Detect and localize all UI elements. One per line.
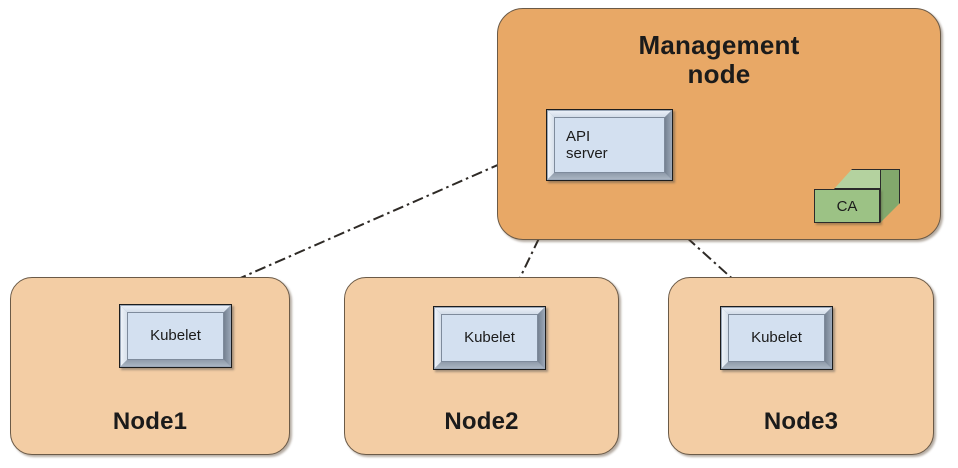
bevel-bottom bbox=[435, 361, 544, 368]
bevel-left bbox=[435, 308, 442, 368]
kubelet-label-node2: Kubelet bbox=[464, 329, 515, 347]
ca-label: CA bbox=[836, 197, 858, 215]
worker-node-label-node1: Node1 bbox=[112, 408, 188, 436]
bevel-left bbox=[722, 308, 729, 368]
bevel-top bbox=[121, 306, 230, 313]
api-server-box[interactable]: API server bbox=[546, 109, 673, 181]
api-server-label: API server bbox=[566, 127, 608, 162]
worker-node-group-node2[interactable]: Kubelet Node2 bbox=[344, 277, 619, 455]
api-server-face bbox=[554, 117, 665, 173]
management-node-group[interactable]: Management node API server CA bbox=[497, 8, 941, 240]
worker-node-label-node3: Node3 bbox=[763, 408, 839, 436]
kubelet-box-node2[interactable]: Kubelet bbox=[433, 306, 546, 370]
bevel-left bbox=[548, 111, 555, 179]
kubelet-box-node1[interactable]: Kubelet bbox=[119, 304, 232, 368]
ca-box-front-face: CA bbox=[814, 189, 880, 223]
worker-node-label-node2: Node2 bbox=[444, 408, 519, 436]
bevel-bottom bbox=[722, 361, 831, 368]
ca-box-side-face bbox=[880, 169, 900, 223]
kubelet-face bbox=[441, 314, 538, 362]
bevel-right bbox=[537, 308, 544, 368]
worker-node-group-node1[interactable]: Kubelet Node1 bbox=[10, 277, 290, 455]
kubelet-face bbox=[728, 314, 825, 362]
kubelet-box-node3[interactable]: Kubelet bbox=[720, 306, 833, 370]
bevel-bottom bbox=[548, 172, 671, 179]
bevel-top bbox=[722, 308, 831, 315]
worker-node-group-node3[interactable]: Kubelet Node3 bbox=[668, 277, 934, 455]
kubelet-label-node1: Kubelet bbox=[150, 327, 201, 345]
bevel-top bbox=[435, 308, 544, 315]
kubelet-label-node3: Kubelet bbox=[751, 329, 802, 347]
management-node-label: Management node bbox=[638, 30, 800, 90]
bevel-left bbox=[121, 306, 128, 366]
bevel-top bbox=[548, 111, 671, 118]
bevel-right bbox=[223, 306, 230, 366]
bevel-right bbox=[664, 111, 671, 179]
bevel-right bbox=[824, 308, 831, 368]
kubelet-face bbox=[127, 312, 224, 360]
bevel-bottom bbox=[121, 359, 230, 366]
ca-box[interactable]: CA bbox=[814, 169, 900, 223]
